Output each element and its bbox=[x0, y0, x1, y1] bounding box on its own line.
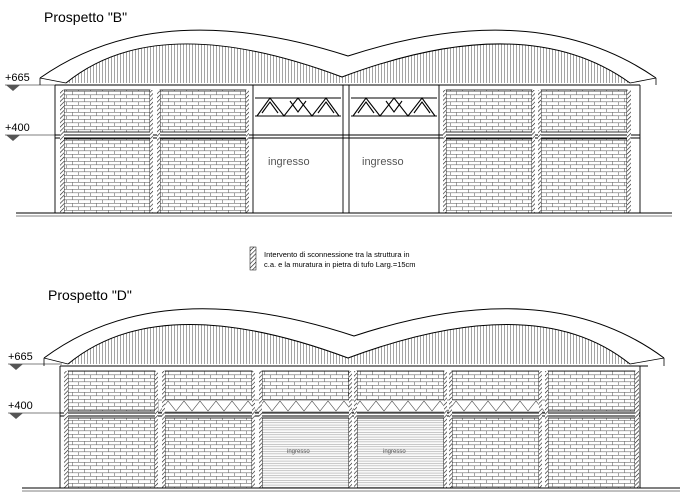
elevation-d-roof bbox=[43, 308, 665, 367]
elevation-d-ground bbox=[22, 487, 680, 492]
elevation-d-lower-masonry bbox=[67, 417, 636, 489]
elevation-b-lower-masonry bbox=[63, 138, 628, 214]
elevation-b-level-lower: +400 bbox=[5, 122, 58, 141]
elevation-d-joints bbox=[64, 371, 639, 488]
elevation-b-doors: ingresso ingresso bbox=[268, 156, 404, 168]
elevation-d-door-label: ingresso bbox=[383, 449, 406, 455]
legend: Intervento di sconnessione tra la strutt… bbox=[249, 246, 416, 271]
elevation-d-lattice-beam bbox=[157, 399, 549, 413]
elevation-d-level-upper: +665 bbox=[8, 351, 62, 370]
elevation-d-shutters: ingresso ingresso bbox=[261, 417, 445, 489]
elevation-d-door-label: ingresso bbox=[287, 449, 310, 455]
legend-line-1: Intervento di sconnessione tra la strutt… bbox=[264, 250, 410, 259]
elevation-d: Prospetto "D" bbox=[8, 287, 680, 492]
elevation-b: Prospetto "B" bbox=[5, 9, 672, 217]
elevation-b-roof bbox=[39, 29, 657, 86]
legend-hatch-swatch bbox=[249, 246, 257, 271]
elevation-b-upper-masonry bbox=[63, 89, 628, 133]
elevation-b-title: Prospetto "B" bbox=[44, 9, 127, 25]
elevation-b-trusses bbox=[255, 97, 437, 117]
elevation-b-ground bbox=[16, 212, 672, 217]
level-label: +400 bbox=[8, 400, 33, 412]
elevation-b-joints bbox=[60, 90, 631, 213]
elevation-d-title: Prospetto "D" bbox=[48, 287, 132, 303]
legend-line-2: c.a. e la muratura in pietra di tufo Lar… bbox=[264, 260, 416, 269]
elevation-d-level-lower: +400 bbox=[8, 400, 62, 419]
elevation-b-door-label: ingresso bbox=[362, 156, 404, 168]
level-label: +665 bbox=[5, 72, 30, 84]
elevation-b-level-upper: +665 bbox=[5, 72, 58, 91]
elevation-b-door-label: ingresso bbox=[268, 156, 310, 168]
level-label: +400 bbox=[5, 122, 30, 134]
level-label: +665 bbox=[8, 351, 33, 363]
